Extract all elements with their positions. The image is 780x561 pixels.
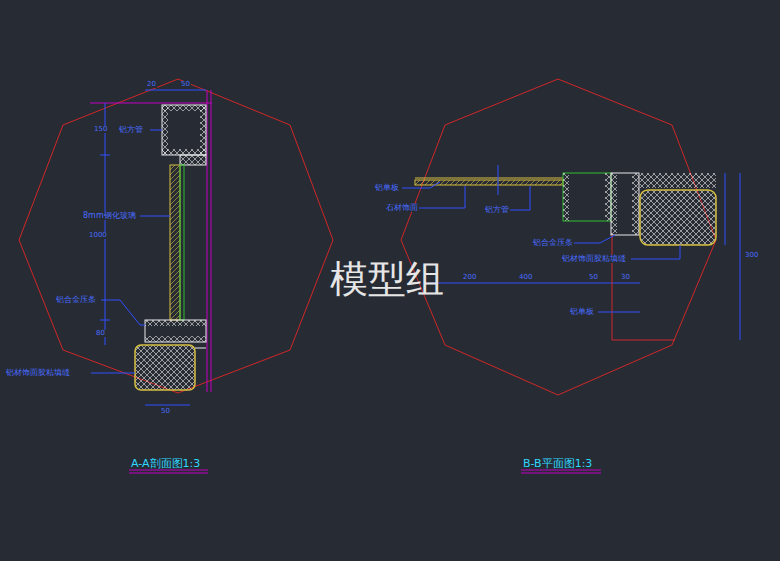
watermark: 模型组 [330,260,444,298]
dimension-text: 20 [146,81,157,88]
callout-label: 8mm钢化玻璃 [82,212,137,220]
callout-label: 铝单板 [374,184,400,192]
dimension-text: 1000 [88,232,108,239]
dimension-text: 50 [160,408,171,415]
callout-label: 铝材饰面胶粘填缝 [5,369,71,377]
dimension-text: 30 [620,274,631,281]
callout-label: 铝合金压条 [55,296,97,304]
dimension-text: 50 [180,81,191,88]
dimension-text: 400 [518,274,533,281]
dimension-text: 150 [93,126,108,133]
callout-label: 铝材饰面胶粘填缝 [561,255,627,263]
callout-label: 铝方管 [484,206,510,214]
dimension-text: 200 [462,274,477,281]
section-title: A-A剖面图1:3 [130,458,201,469]
dimension-text: 80 [95,330,106,337]
callout-label: 铝方管 [118,126,144,134]
dimension-text: 300 [744,252,759,259]
callout-label: 铝合金压条 [532,239,574,247]
callout-label: 石材饰面 [385,204,419,212]
callout-label: 铝单板 [569,308,595,316]
dimension-text: 50 [588,274,599,281]
section-title: B-B平面图1:3 [522,458,593,469]
